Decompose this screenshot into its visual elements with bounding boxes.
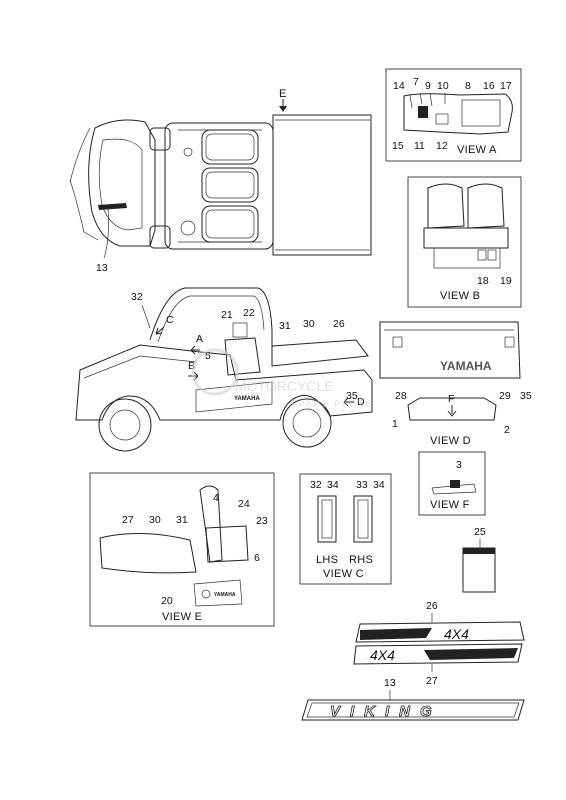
callout-10: 10 bbox=[437, 80, 449, 92]
callout-31-e: 31 bbox=[176, 514, 188, 526]
view-d: YAMAHA 28 29 35 F 1 2 VIEW D bbox=[379, 321, 532, 447]
rhs-label: RHS bbox=[349, 554, 373, 566]
callout-31-side: 31 bbox=[279, 320, 291, 332]
arrow-e-label: E bbox=[279, 88, 287, 100]
callout-30-side: 30 bbox=[303, 318, 315, 330]
view-d-title: VIEW D bbox=[430, 435, 471, 447]
view-e-box: YAMAHA 27 30 31 4 24 23 6 20 VIEW E bbox=[89, 472, 275, 627]
callout-25: 25 bbox=[474, 526, 486, 538]
top-view: E 13 bbox=[69, 88, 372, 274]
callout-28: 28 bbox=[395, 390, 407, 402]
decal-26-4x4-text: 4X4 bbox=[444, 626, 469, 642]
callout-1: 1 bbox=[392, 418, 398, 430]
decal-13-viking: 13 VIKING bbox=[301, 677, 525, 721]
side-view: YAMAHA 32 C A B 21 22 31 30 26 5 35 D bbox=[75, 287, 373, 452]
viking-text: VIKING bbox=[330, 703, 442, 720]
watermark: MOTORCYCLE SPARE PARTS bbox=[191, 348, 374, 409]
callout-26: 26 bbox=[426, 600, 438, 612]
callout-17: 17 bbox=[500, 80, 512, 92]
callout-19: 19 bbox=[500, 275, 512, 287]
cargo-bed bbox=[272, 114, 372, 256]
callout-16: 16 bbox=[483, 80, 495, 92]
decal-26-27: 26 4X4 4X4 27 bbox=[353, 600, 525, 687]
hood-outline bbox=[88, 119, 156, 247]
arrow-c-label: C bbox=[166, 314, 174, 326]
callout-24: 24 bbox=[238, 498, 250, 510]
callout-13-top: 13 bbox=[96, 262, 108, 274]
view-a-title: VIEW A bbox=[457, 144, 497, 156]
callout-20: 20 bbox=[161, 595, 173, 607]
watermark-line-2: SPARE PARTS bbox=[290, 399, 374, 409]
callout-35-right: 35 bbox=[520, 390, 532, 402]
callout-8: 8 bbox=[465, 80, 471, 92]
watermark-line-1: MOTORCYCLE bbox=[235, 378, 334, 394]
callout-9: 9 bbox=[425, 80, 431, 92]
callout-34-b: 34 bbox=[373, 479, 385, 491]
callout-12: 12 bbox=[436, 140, 448, 152]
callout-32-side: 32 bbox=[131, 291, 143, 303]
callout-30-e: 30 bbox=[149, 514, 161, 526]
callout-7: 7 bbox=[413, 76, 419, 88]
callout-14: 14 bbox=[393, 80, 405, 92]
decal-27-4x4-text: 4X4 bbox=[370, 647, 395, 663]
view-b-title: VIEW B bbox=[440, 290, 480, 302]
callout-2: 2 bbox=[504, 424, 510, 436]
view-f-box: 3 VIEW F bbox=[418, 451, 486, 516]
callout-34-a: 34 bbox=[327, 479, 339, 491]
view-b-box: 18 19 VIEW B bbox=[407, 176, 522, 308]
callout-22: 22 bbox=[243, 307, 255, 319]
callout-13: 13 bbox=[384, 677, 396, 689]
arrow-d-label: D bbox=[357, 396, 365, 408]
arrow-b-label: B bbox=[188, 360, 195, 372]
decal-25: 25 bbox=[462, 526, 496, 593]
callout-15: 15 bbox=[392, 140, 404, 152]
view-c-title: VIEW C bbox=[323, 568, 364, 580]
callout-26-side: 26 bbox=[333, 318, 345, 330]
callout-3: 3 bbox=[456, 459, 462, 471]
view-c-box: 32 34 33 34 LHS RHS VIEW C bbox=[299, 473, 392, 585]
callout-6: 6 bbox=[254, 552, 260, 564]
callout-21: 21 bbox=[221, 309, 233, 321]
callout-27: 27 bbox=[426, 675, 438, 687]
callout-29: 29 bbox=[499, 390, 511, 402]
lhs-label: LHS bbox=[316, 554, 338, 566]
view-e-yamaha-decal: YAMAHA bbox=[214, 592, 236, 598]
view-a-box: 14 7 9 10 8 16 17 15 11 12 VIEW A bbox=[385, 68, 522, 162]
callout-18: 18 bbox=[477, 275, 489, 287]
callout-35-left: 35 bbox=[346, 390, 358, 402]
rear-yamaha-decal: YAMAHA bbox=[440, 359, 492, 373]
callout-11: 11 bbox=[414, 140, 425, 152]
hood-decal-13 bbox=[98, 203, 127, 210]
callout-33: 33 bbox=[356, 479, 368, 491]
side-yamaha-decal: YAMAHA bbox=[234, 396, 260, 402]
arrow-f-label: F bbox=[448, 393, 454, 405]
callout-5: 5 bbox=[205, 350, 211, 362]
callout-32-c: 32 bbox=[310, 479, 322, 491]
view-e-title: VIEW E bbox=[162, 611, 202, 623]
callout-4: 4 bbox=[213, 492, 219, 504]
callout-27-e: 27 bbox=[122, 514, 134, 526]
arrow-a-label: A bbox=[196, 333, 203, 345]
callout-23: 23 bbox=[256, 515, 268, 527]
view-f-title: VIEW F bbox=[430, 499, 470, 511]
